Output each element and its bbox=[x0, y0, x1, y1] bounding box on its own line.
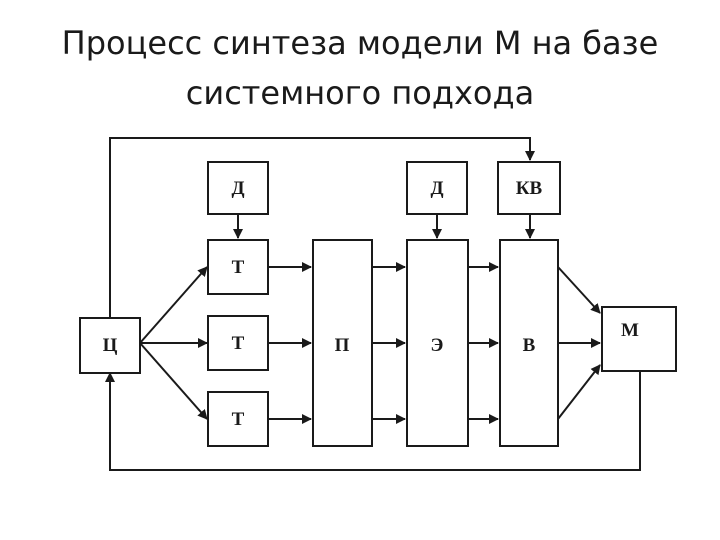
box-p-label: П bbox=[335, 335, 350, 356]
slide-title: Процесс синтеза модели М на базе системн… bbox=[0, 18, 720, 118]
box-m: М bbox=[601, 306, 677, 372]
box-kv: КВ bbox=[497, 161, 561, 215]
box-t3: Т bbox=[207, 391, 269, 447]
box-d2-label: Д bbox=[430, 178, 443, 199]
box-t2: Т bbox=[207, 315, 269, 371]
arrow-v-m-3 bbox=[557, 364, 601, 420]
box-e: Э bbox=[406, 239, 469, 447]
box-d1: Д bbox=[207, 161, 269, 215]
title-line-1: Процесс синтеза модели М на базе bbox=[61, 24, 659, 62]
arrow-ts-t3 bbox=[139, 342, 208, 420]
box-v: В bbox=[499, 239, 559, 447]
box-kv-label: КВ bbox=[516, 178, 543, 199]
box-ts-label: Ц bbox=[103, 335, 118, 356]
box-v-label: В bbox=[523, 335, 536, 356]
box-d2: Д bbox=[406, 161, 468, 215]
box-t3-label: Т bbox=[232, 409, 245, 430]
box-p: П bbox=[312, 239, 373, 447]
title-line-2: системного подхода bbox=[185, 74, 535, 112]
box-t2-label: Т bbox=[232, 333, 245, 354]
feedback-top-connector bbox=[109, 137, 535, 318]
box-d1-label: Д bbox=[231, 178, 244, 199]
box-e-label: Э bbox=[431, 335, 444, 356]
box-t1-label: Т bbox=[232, 257, 245, 278]
feedback-bottom-connector bbox=[105, 372, 641, 471]
arrow-v-m-1 bbox=[557, 266, 601, 314]
box-ts: Ц bbox=[79, 317, 141, 374]
box-t1: Т bbox=[207, 239, 269, 295]
arrow-ts-t1 bbox=[139, 266, 208, 344]
box-m-label: М bbox=[621, 320, 639, 341]
